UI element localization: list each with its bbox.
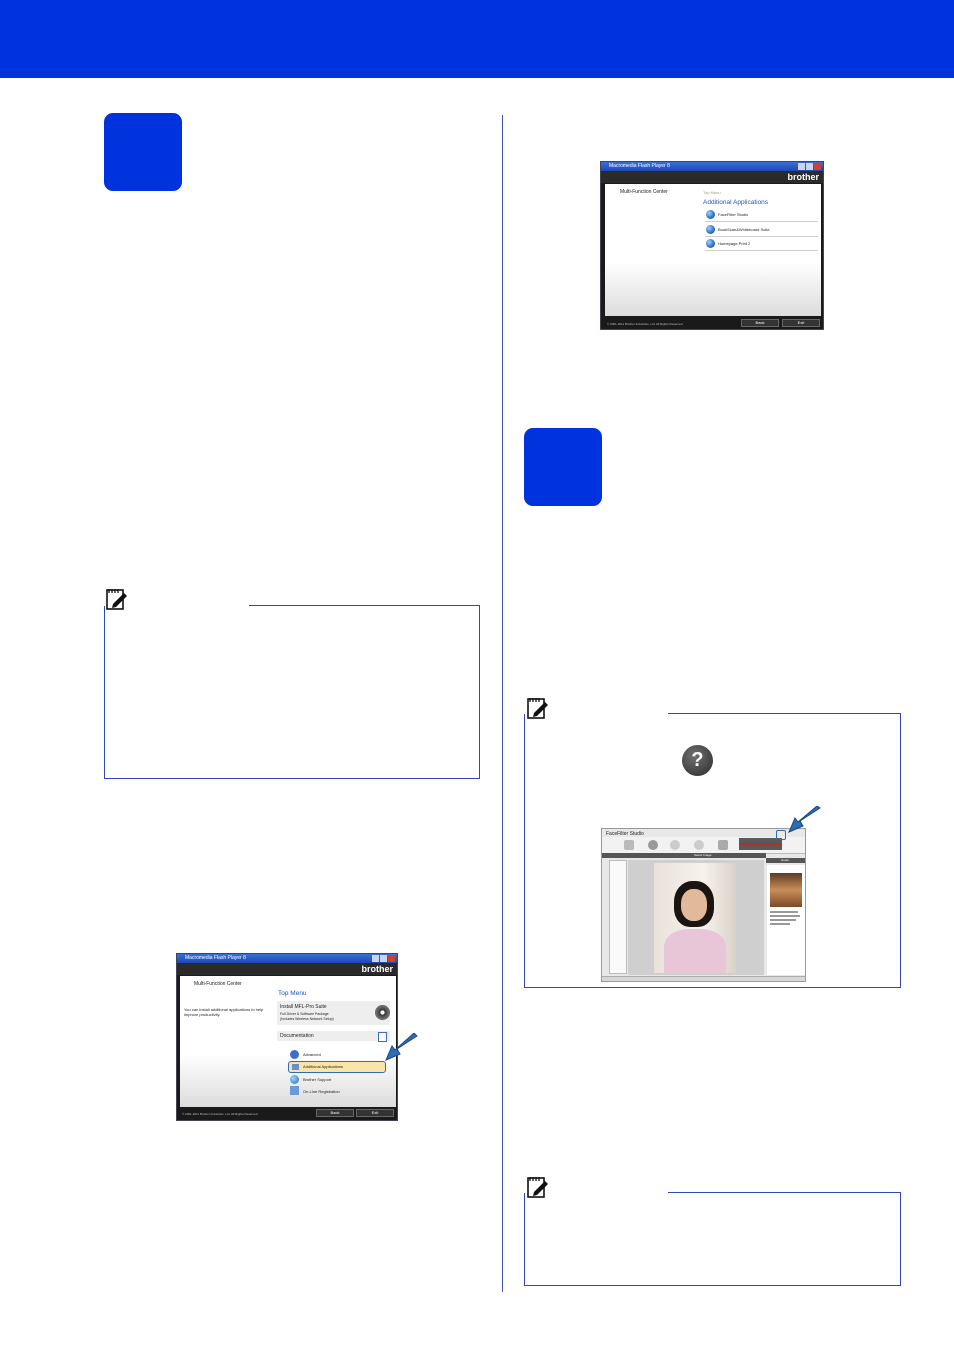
menu-item-advanced[interactable]: Advanced	[303, 1052, 321, 1057]
select-image-title: Select Image	[694, 853, 712, 857]
top-menu-heading: Top Menu	[278, 990, 307, 997]
note-pencil-icon	[527, 1177, 548, 1198]
brand-banner: brother	[601, 171, 823, 183]
window-content: Multi-Function Center Top Menu Additiona…	[605, 184, 821, 316]
documentation-label: Documentation	[280, 1033, 314, 1039]
window-controls	[372, 955, 395, 962]
effect-icon[interactable]	[694, 840, 704, 850]
window-titlebar: Macromedia Flash Player 8	[177, 954, 397, 963]
app-item[interactable]: BookScan&Whiteboard Suite	[718, 227, 770, 232]
guide-sample-image	[770, 873, 802, 907]
help-icon: ?	[682, 745, 713, 776]
app-window-icon	[292, 1064, 299, 1070]
guide-panel	[767, 865, 805, 975]
documentation-row[interactable]: Documentation	[277, 1031, 390, 1042]
additional-apps-screenshot: Macromedia Flash Player 8 brother Multi-…	[600, 161, 824, 330]
window-content: Multi-Function Center You can install ad…	[180, 976, 396, 1107]
pointer-arrow-icon	[385, 1033, 418, 1061]
tools-panel[interactable]	[609, 860, 627, 974]
note-pencil-icon	[527, 698, 548, 719]
guide-header: Guide	[766, 858, 805, 863]
app-globe-icon	[706, 239, 715, 248]
brand-logo: brother	[361, 964, 394, 974]
window-title: Macromedia Flash Player 8	[609, 163, 670, 169]
mfc-label: Multi-Function Center	[620, 189, 668, 195]
facefilter-screenshot: FaceFilter Studio Select Image Guide	[601, 828, 806, 982]
note-box-gap	[523, 1190, 668, 1193]
note-box-gap	[523, 711, 668, 714]
install-subtitle: (Includes Wireless Network Setup)	[280, 1017, 334, 1021]
install-panel[interactable]: Install MFL-Pro Suite Full Driver & Soft…	[277, 1001, 390, 1025]
section-heading: Additional Applications	[703, 199, 769, 206]
status-bar	[602, 976, 805, 981]
gear-icon	[290, 1050, 299, 1059]
sidebar-description: You can install additional applications …	[184, 1007, 264, 1017]
print-icon[interactable]	[718, 840, 728, 850]
guide-title: Guide	[781, 858, 790, 862]
pointer-arrow-icon	[788, 806, 821, 833]
breadcrumb-top-menu[interactable]: Top Menu	[703, 190, 721, 195]
copyright-text: © 2001-2011 Brother Industries, Ltd. All…	[607, 322, 684, 326]
exit-button[interactable]: Exit	[356, 1109, 394, 1117]
mfc-label: Multi-Function Center	[194, 981, 242, 987]
install-subtitle: Full Driver & Software Package	[280, 1012, 329, 1016]
help-menu-highlight	[739, 843, 782, 845]
toolbar	[602, 837, 805, 854]
back-button[interactable]: Back	[741, 319, 779, 327]
app-globe-icon	[706, 210, 715, 219]
back-button[interactable]: Back	[316, 1109, 354, 1117]
note-box	[524, 1192, 901, 1286]
help-button-highlight[interactable]	[776, 830, 786, 840]
copyright-text: © 2001-2011 Brother Industries, Ltd. All…	[182, 1112, 259, 1116]
menu-item-label: Additional Applications	[303, 1064, 344, 1069]
app-item[interactable]: Homepage Print 2	[718, 241, 751, 246]
install-title: Install MFL-Pro Suite	[280, 1004, 327, 1010]
facefilter-title: FaceFilter Studio	[606, 831, 644, 837]
select-image-header: Select Image	[602, 853, 766, 858]
note-box-gap	[103, 603, 249, 606]
menu-item-registration[interactable]: On-Line Registration	[303, 1089, 340, 1094]
step-marker-box	[524, 428, 602, 506]
column-divider	[502, 115, 503, 1292]
note-box	[104, 605, 480, 779]
brand-banner: brother	[177, 963, 397, 975]
note-pencil-icon	[106, 589, 127, 610]
registration-icon	[290, 1086, 299, 1095]
window-title: Macromedia Flash Player 8	[185, 955, 246, 961]
support-globe-icon	[290, 1075, 299, 1084]
exit-button[interactable]: Exit	[782, 319, 820, 327]
face-icon[interactable]	[648, 840, 658, 850]
edit-icon[interactable]	[670, 840, 680, 850]
app-item[interactable]: FaceFilter Studio	[718, 212, 749, 217]
header-bar	[0, 0, 954, 78]
brand-logo: brother	[787, 172, 820, 182]
menu-item-additional-apps[interactable]: Additional Applications	[288, 1061, 386, 1073]
app-globe-icon	[706, 225, 715, 234]
top-menu-screenshot: Macromedia Flash Player 8 brother Multi-…	[176, 953, 398, 1121]
disc-icon	[375, 1005, 390, 1020]
image-area	[628, 860, 764, 975]
document-icon	[378, 1032, 387, 1042]
menu-item-support[interactable]: Brother Support	[303, 1077, 332, 1082]
note-box	[524, 713, 901, 988]
window-titlebar: Macromedia Flash Player 8	[601, 162, 823, 171]
open-icon[interactable]	[624, 840, 634, 850]
portrait-photo	[654, 863, 736, 973]
window-controls	[798, 163, 821, 170]
step-marker-box	[104, 113, 182, 191]
